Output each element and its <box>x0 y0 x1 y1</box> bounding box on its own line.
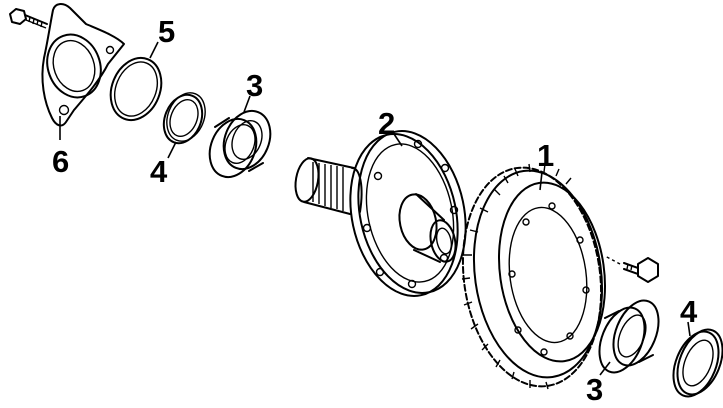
callout-number-1: 1 <box>537 138 554 173</box>
shim-ring-left-part <box>162 92 206 145</box>
callout-number-3-left: 3 <box>246 68 263 103</box>
leader-4a <box>167 141 177 159</box>
leader-4b <box>687 321 691 337</box>
leader-2 <box>393 133 403 147</box>
leader-1 <box>539 171 543 191</box>
flanged-shaft-part <box>294 130 467 297</box>
leader-3a <box>243 95 251 113</box>
leader-3b <box>599 361 611 376</box>
gear-bolt-part <box>604 255 659 283</box>
callout-number-3-right: 3 <box>586 372 603 407</box>
leader-5 <box>149 41 159 59</box>
shim-ring-right-part <box>672 328 723 398</box>
bracket-plate-part <box>41 3 125 127</box>
callout-number-2: 2 <box>378 106 395 141</box>
bearing-left-part <box>208 109 272 179</box>
ring-gear-part <box>461 163 606 390</box>
callout-number-4-left: 4 <box>150 154 168 189</box>
callout-number-4-right: 4 <box>680 294 698 329</box>
callout-number-5: 5 <box>158 14 175 49</box>
o-ring-part <box>109 56 163 122</box>
bearing-right-part <box>598 299 660 374</box>
bolt-small-part <box>9 8 48 29</box>
callout-number-6: 6 <box>52 144 69 179</box>
